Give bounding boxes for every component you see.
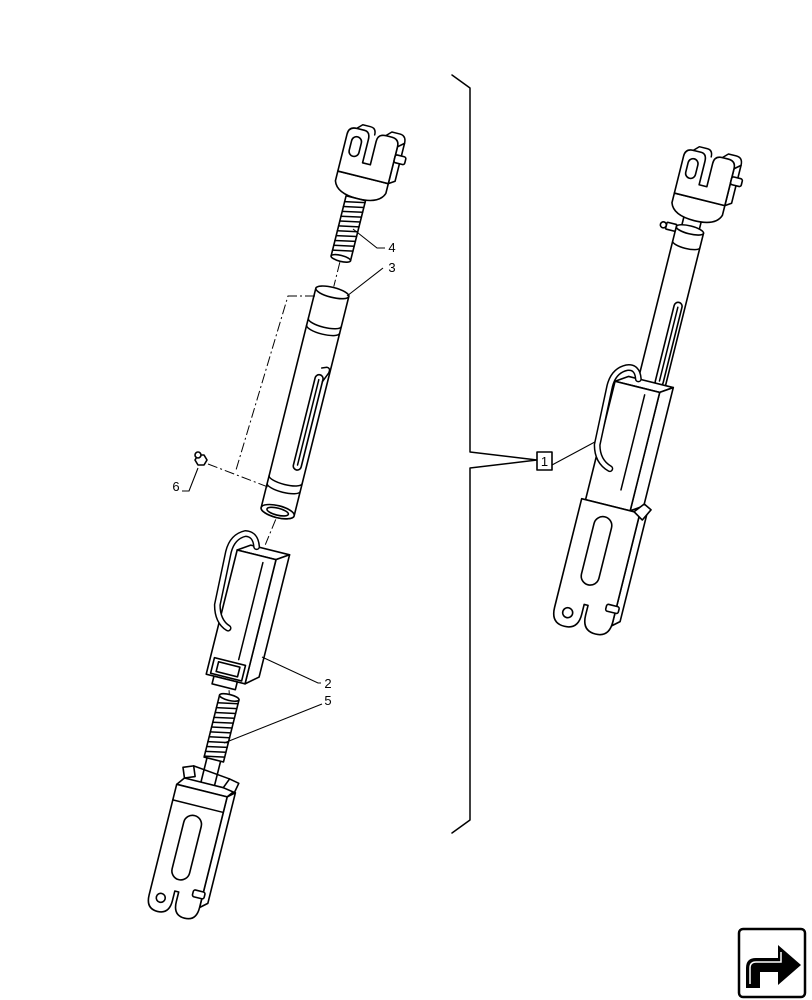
grease-fitting — [194, 451, 208, 466]
adjuster-tube — [260, 285, 350, 520]
handle-wire-highlight — [215, 531, 259, 631]
assembled-sleeve-housing — [584, 364, 675, 512]
assembled-link — [552, 145, 744, 636]
callout-label: 3 — [388, 260, 395, 275]
clevis-pin — [604, 603, 620, 615]
slot-hook — [320, 366, 331, 383]
tube-top-end — [314, 285, 350, 300]
slot-inner-line — [658, 306, 679, 382]
housing-inner-square — [215, 661, 241, 678]
clevis-base — [671, 192, 726, 224]
next-page-arrow-icon[interactable] — [746, 945, 801, 988]
exploded-assembly — [147, 123, 407, 920]
clevis-pin-hole — [561, 606, 574, 619]
fitting-location-line — [207, 463, 269, 488]
housing-end-lip — [211, 675, 239, 691]
center-line — [264, 519, 277, 545]
callout-label: 1 — [541, 454, 548, 469]
leader-line — [261, 656, 321, 684]
fitting-hex — [664, 221, 678, 232]
callout-label: 5 — [324, 693, 331, 708]
housing-groove — [237, 561, 264, 661]
tube-bands — [266, 317, 343, 495]
lower-clevis — [147, 765, 240, 920]
thread-lines — [331, 200, 366, 252]
thread-lines — [203, 702, 239, 758]
callout-label: 2 — [324, 676, 331, 691]
slot-inner-line — [296, 378, 320, 466]
leader-line — [352, 228, 385, 249]
grouping-brace — [451, 74, 538, 834]
callout-label: 6 — [172, 479, 179, 494]
tube-bore — [266, 506, 290, 517]
tube-bands — [671, 240, 701, 251]
sleeve-housing — [205, 529, 291, 691]
handle-wire-highlight — [595, 365, 641, 471]
fitting-nipple — [659, 221, 668, 229]
assembled-upper-clevis — [671, 145, 744, 224]
clevis-pin — [191, 889, 206, 900]
housing-groove — [620, 394, 646, 491]
tube-body — [260, 287, 350, 520]
assembled-tube — [634, 214, 705, 399]
clevis-prong-tops — [692, 145, 743, 167]
retaining-clip — [633, 503, 652, 521]
clevis-pin-hole — [348, 135, 363, 158]
center-line — [333, 262, 341, 287]
assembled-grease-fitting — [659, 221, 678, 232]
assembled-lower-clevis — [552, 497, 652, 636]
clevis-pin — [729, 176, 744, 188]
threaded-rod-lower — [199, 692, 240, 789]
fitting-location-line — [235, 295, 315, 471]
kit-callout-box — [536, 451, 553, 471]
clevis-slot — [580, 515, 613, 586]
callout-label: 4 — [388, 240, 395, 255]
clevis-pin-hole — [155, 892, 167, 904]
clevis-pin — [393, 154, 407, 166]
retaining-clip-band — [192, 765, 231, 780]
upper-clevis — [334, 123, 407, 202]
threaded-rod-upper — [330, 195, 367, 263]
clevis-slot — [171, 814, 203, 881]
clevis-collar-line — [172, 799, 225, 814]
fitting-nipple — [194, 451, 202, 459]
clevis-pin-hole — [684, 157, 699, 180]
arrow-shape[interactable] — [746, 945, 801, 988]
arrow-highlight — [749, 952, 782, 984]
leader-line — [182, 467, 199, 492]
housing-front-face — [205, 549, 277, 685]
rod-end — [218, 692, 240, 703]
rod-end — [330, 253, 352, 263]
leader-line — [346, 267, 384, 297]
next-page-button[interactable] — [737, 927, 807, 999]
tube-body — [634, 225, 705, 399]
leader-line — [223, 703, 323, 744]
clevis-prong-tops — [355, 123, 406, 145]
